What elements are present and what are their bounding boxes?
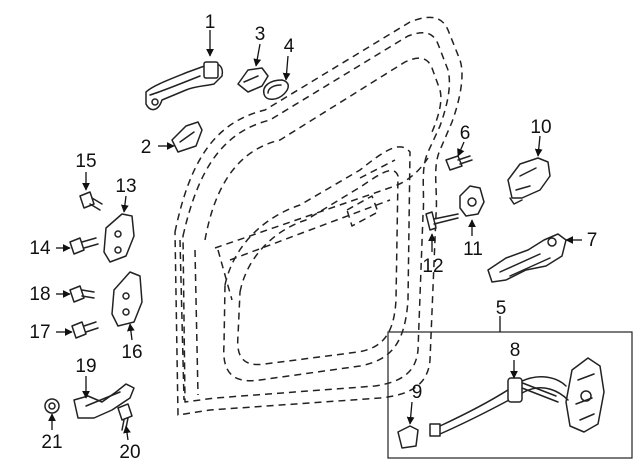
callout-21: 21 xyxy=(41,432,62,453)
callout-13: 13 xyxy=(115,176,136,197)
door-check xyxy=(73,383,135,419)
check-nut xyxy=(44,398,60,414)
callout-15: 15 xyxy=(75,151,96,172)
handle-bracket xyxy=(487,233,567,283)
callout-17: 17 xyxy=(29,322,50,343)
callout-8: 8 xyxy=(510,340,521,361)
callout-4: 4 xyxy=(284,36,295,57)
upper-hinge xyxy=(103,213,135,263)
callout-6: 6 xyxy=(460,123,471,144)
handle-cover xyxy=(237,67,269,93)
hinge-bolt-15 xyxy=(79,191,103,211)
callout-10: 10 xyxy=(530,117,551,138)
leader-lines xyxy=(48,30,582,441)
door-striker xyxy=(459,185,485,217)
callout-16: 16 xyxy=(121,342,142,363)
check-bolt xyxy=(117,403,133,431)
callout-14: 14 xyxy=(29,238,51,259)
handle-base-gasket xyxy=(171,121,203,153)
callout-9: 9 xyxy=(412,382,423,403)
rear-door-outline xyxy=(174,16,463,416)
callout-20: 20 xyxy=(119,442,140,463)
callout-19: 19 xyxy=(75,356,96,377)
callout-3: 3 xyxy=(255,24,266,45)
outside-door-handle xyxy=(145,61,224,111)
cover-gasket xyxy=(262,79,289,100)
latch-assembly-box xyxy=(387,331,633,459)
lower-hinge xyxy=(111,271,143,327)
callout-1: 1 xyxy=(205,12,216,33)
door-latch xyxy=(565,357,605,433)
callout-12: 12 xyxy=(422,256,443,277)
cable-clip xyxy=(397,425,419,449)
hinge-bolt-18 xyxy=(69,285,95,303)
striker-screw xyxy=(425,211,459,231)
callout-11: 11 xyxy=(463,239,483,260)
callout-18: 18 xyxy=(29,284,50,305)
inside-door-handle xyxy=(507,157,551,205)
hinge-bolt-17 xyxy=(71,321,99,339)
striker-bolt xyxy=(445,155,473,171)
callout-5: 5 xyxy=(496,298,507,319)
latch-cables xyxy=(429,376,569,437)
callout-7: 7 xyxy=(587,230,598,251)
callout-2: 2 xyxy=(141,137,152,158)
hinge-bolt-14 xyxy=(69,237,99,255)
callout-labels: 1 2 3 4 5 6 7 8 9 10 11 12 13 14 15 16 1… xyxy=(29,12,597,463)
